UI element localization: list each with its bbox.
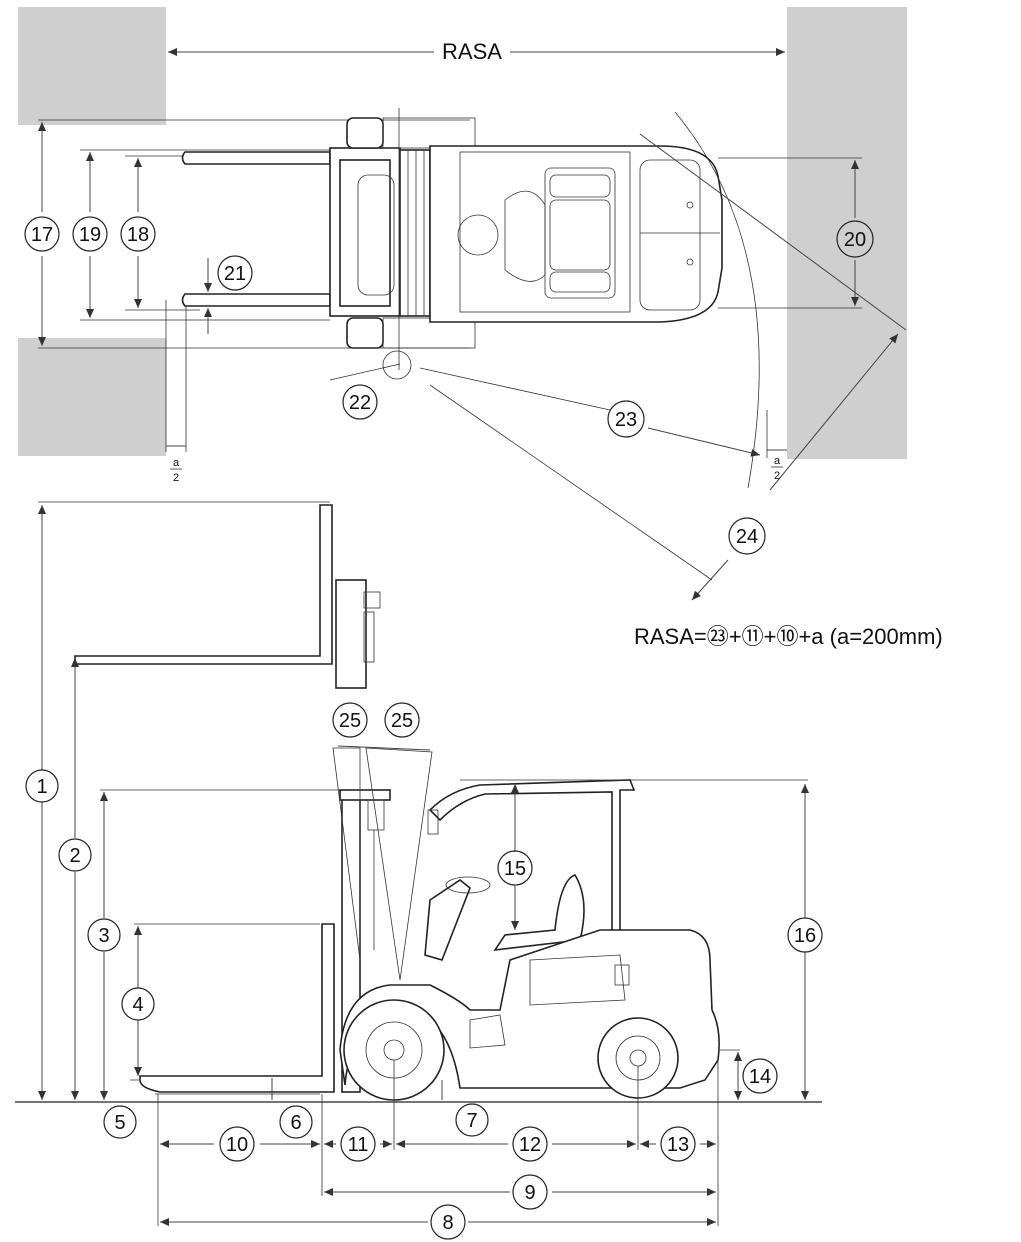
svg-text:20: 20	[844, 229, 866, 251]
svg-text:a: a	[774, 455, 781, 467]
callout-16: 16	[787, 917, 823, 953]
svg-text:21: 21	[224, 263, 246, 285]
svg-text:3: 3	[98, 925, 109, 947]
callout-21: 21	[217, 255, 253, 291]
callout-7: 7	[455, 1103, 489, 1137]
callout-13: 13	[660, 1126, 696, 1162]
callout-4: 4	[121, 987, 155, 1021]
svg-text:2: 2	[173, 472, 179, 484]
svg-text:5: 5	[114, 1112, 125, 1134]
svg-text:16: 16	[794, 925, 816, 947]
svg-text:23: 23	[615, 409, 637, 431]
callout-1: 1	[25, 769, 59, 803]
fraction-left: a 2	[170, 457, 182, 484]
svg-text:15: 15	[504, 858, 526, 880]
callout-20: 20	[836, 220, 874, 258]
callout-25a: 25	[332, 702, 368, 738]
svg-text:a: a	[173, 457, 180, 469]
callout-24: 24	[728, 517, 766, 555]
svg-text:9: 9	[524, 1182, 535, 1204]
svg-text:2: 2	[69, 845, 80, 867]
callout-6: 6	[279, 1105, 313, 1139]
callout-18: 18	[120, 216, 156, 252]
callout-11: 11	[340, 1126, 376, 1162]
svg-text:13: 13	[667, 1134, 689, 1156]
svg-text:10: 10	[226, 1134, 248, 1156]
callout-5: 5	[103, 1105, 137, 1139]
svg-text:4: 4	[132, 994, 143, 1016]
callout-8: 8	[430, 1204, 466, 1240]
callout-23: 23	[607, 400, 645, 438]
svg-text:18: 18	[127, 224, 149, 246]
callout-12: 12	[512, 1126, 548, 1162]
side-view	[15, 501, 822, 1226]
svg-text:14: 14	[749, 1066, 771, 1088]
callout-17: 17	[24, 216, 60, 252]
callout-2: 2	[58, 838, 92, 872]
callout-22: 22	[342, 384, 378, 420]
aisle-wall-bottom-left	[18, 338, 166, 456]
callouts: 17 19 18 21 20 22 23 24 25 25 1 2 3 4 5 …	[24, 216, 874, 1240]
callout-25b: 25	[384, 702, 420, 738]
rasa-label: RASA	[442, 39, 502, 64]
callout-14: 14	[742, 1058, 778, 1094]
svg-text:6: 6	[290, 1112, 301, 1134]
rasa-formula: RASA=㉓+⑪+⑩+a (a=200mm)	[634, 624, 943, 649]
callout-9: 9	[512, 1174, 548, 1210]
svg-text:7: 7	[466, 1110, 477, 1132]
svg-text:2: 2	[774, 470, 780, 482]
svg-text:17: 17	[31, 224, 53, 246]
svg-text:11: 11	[348, 1134, 369, 1156]
callout-3: 3	[87, 918, 121, 952]
svg-text:19: 19	[79, 224, 101, 246]
svg-text:22: 22	[349, 392, 371, 414]
callout-15: 15	[497, 850, 533, 886]
svg-text:1: 1	[36, 776, 47, 798]
callout-10: 10	[219, 1126, 255, 1162]
svg-text:25: 25	[391, 710, 413, 732]
svg-text:25: 25	[339, 710, 361, 732]
fraction-right: a 2	[771, 455, 783, 482]
aisle-wall-right	[787, 7, 907, 459]
svg-text:8: 8	[442, 1212, 453, 1234]
callout-19: 19	[72, 216, 108, 252]
svg-text:12: 12	[519, 1134, 541, 1156]
svg-text:24: 24	[736, 526, 758, 548]
aisle-wall-top-left	[18, 7, 166, 125]
top-view: RASA	[18, 7, 907, 601]
